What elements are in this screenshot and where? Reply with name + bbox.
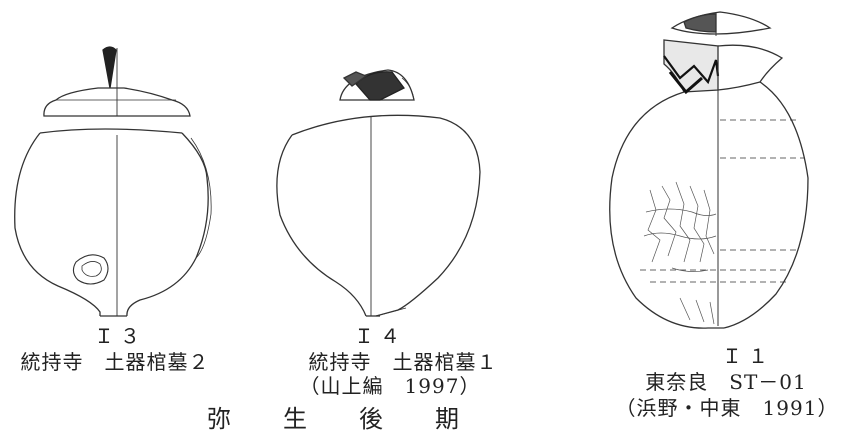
vessel-i4-id: Ｉ４ bbox=[354, 324, 406, 348]
period-label: 弥 生 後 期 bbox=[207, 405, 473, 433]
vessel-i3-lid bbox=[43, 46, 191, 117]
vessel-i4-site: 統持寺 土器棺墓１ bbox=[308, 350, 498, 374]
vessel-i3-drawing bbox=[14, 46, 212, 317]
vessel-i1-lid bbox=[670, 11, 772, 36]
vessel-i3-id: Ｉ３ bbox=[94, 324, 146, 348]
vessel-i1-site: 東奈良 ST－01 bbox=[645, 370, 807, 394]
vessel-i4-drawing bbox=[276, 69, 481, 317]
vessel-i1-id: Ｉ１ bbox=[722, 344, 774, 368]
vessel-i1-neck bbox=[663, 39, 784, 326]
vessel-i1-reference: （浜野・中東 1991） bbox=[615, 396, 839, 420]
vessel-i4-body bbox=[276, 114, 481, 317]
vessel-i1-shading bbox=[643, 181, 717, 325]
vessel-i4-reference: （山上編 1997） bbox=[299, 374, 481, 398]
vessel-i3-site: 統持寺 土器棺墓２ bbox=[20, 350, 210, 374]
vessel-i1-body bbox=[609, 81, 809, 329]
vessel-i1-drawing bbox=[609, 11, 809, 329]
vessel-i4-lid bbox=[339, 69, 415, 101]
vessel-i3-body bbox=[14, 128, 212, 317]
